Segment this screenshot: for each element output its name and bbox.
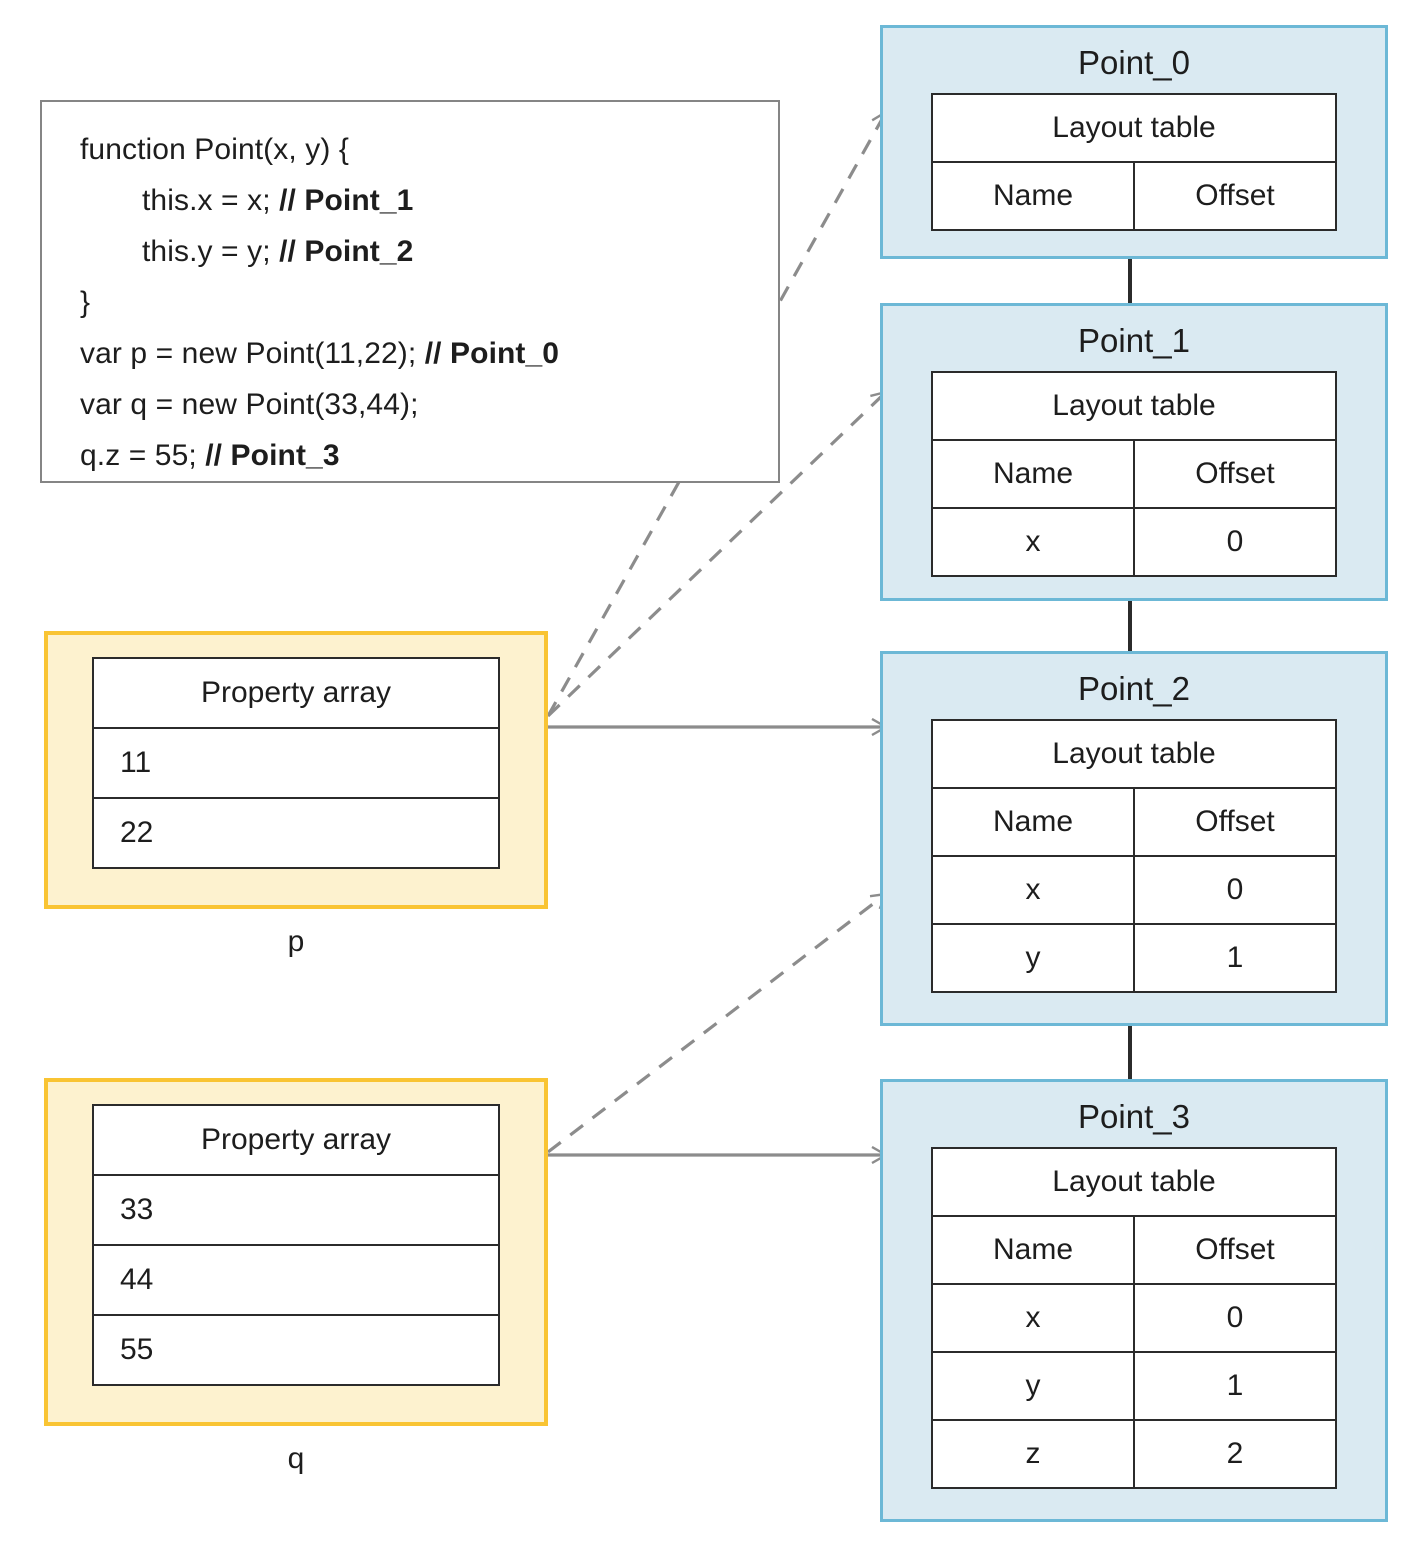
- variable-label-q: q: [287, 1442, 305, 1475]
- layout-table-row: x 0: [931, 855, 1337, 925]
- property-array-value: 22: [92, 797, 500, 869]
- layout-table-caption-row: Layout table: [931, 719, 1337, 789]
- code-line: this.x = x; // Point_1: [80, 175, 778, 226]
- property-array-slot: 55: [92, 1314, 500, 1386]
- property-array-slot: 11: [92, 727, 500, 799]
- layout-table: Layout table Name Offset x 0 y 1: [931, 719, 1337, 993]
- property-offset-cell: 1: [1133, 923, 1337, 993]
- layout-table-row: x 0: [931, 507, 1337, 577]
- layout-table-row: y 1: [931, 923, 1337, 993]
- hidden-class-point-1: Point_1 Layout table Name Offset x 0: [880, 303, 1388, 601]
- layout-table-header-row: Name Offset: [931, 439, 1337, 509]
- column-header-offset: Offset: [1133, 787, 1337, 857]
- property-array-table: Property array 11 22: [92, 657, 500, 869]
- layout-table-caption-row: Layout table: [931, 1147, 1337, 1217]
- property-name-cell: x: [931, 1283, 1135, 1353]
- column-header-offset: Offset: [1133, 439, 1337, 509]
- hidden-class-title: Point_0: [1078, 44, 1190, 81]
- layout-table-header-row: Name Offset: [931, 1215, 1337, 1285]
- property-name-cell: x: [931, 507, 1135, 577]
- code-line: }: [80, 277, 778, 328]
- code-line: var p = new Point(11,22); // Point_0: [80, 328, 778, 379]
- property-offset-cell: 1: [1133, 1351, 1337, 1421]
- property-array-caption-row: Property array: [92, 657, 500, 729]
- property-array-slot: 44: [92, 1244, 500, 1316]
- layout-table: Layout table Name Offset x 0 y 1 z 2: [931, 1147, 1337, 1489]
- code-line: function Point(x, y) {: [80, 124, 778, 175]
- code-text: q.z = 55;: [80, 439, 206, 472]
- column-header-name: Name: [931, 161, 1135, 231]
- property-array-value: 33: [92, 1174, 500, 1246]
- property-name-cell: x: [931, 855, 1135, 925]
- property-offset-cell: 0: [1133, 855, 1337, 925]
- code-text: var p = new Point(11,22);: [80, 337, 425, 370]
- source-code-block: function Point(x, y) { this.x = x; // Po…: [40, 100, 780, 483]
- property-offset-cell: 2: [1133, 1419, 1337, 1489]
- variable-label-p: p: [287, 925, 305, 958]
- property-name-cell: z: [931, 1419, 1135, 1489]
- code-comment: // Point_0: [424, 337, 560, 370]
- code-text: this.x = x;: [142, 184, 280, 217]
- code-text: var q = new Point(33,44);: [80, 388, 419, 421]
- code-comment: // Point_2: [279, 235, 414, 268]
- code-text: this.y = y;: [142, 235, 280, 268]
- hidden-class-title: Point_2: [1078, 670, 1190, 707]
- code-comment: // Point_1: [279, 184, 414, 217]
- code-line: var q = new Point(33,44);: [80, 379, 778, 430]
- layout-table: Layout table Name Offset x 0: [931, 371, 1337, 577]
- property-array-value: 44: [92, 1244, 500, 1316]
- layout-table-caption-row: Layout table: [931, 93, 1337, 163]
- code-line: this.y = y; // Point_2: [80, 226, 778, 277]
- column-header-name: Name: [931, 787, 1135, 857]
- column-header-offset: Offset: [1133, 1215, 1337, 1285]
- property-offset-cell: 0: [1133, 1283, 1337, 1353]
- property-array-table: Property array 33 44 55: [92, 1104, 500, 1386]
- edge-q-to-point2: [547, 894, 886, 1154]
- property-array-value: 55: [92, 1314, 500, 1386]
- hidden-class-point-3: Point_3 Layout table Name Offset x 0 y 1: [880, 1079, 1388, 1522]
- code-text: }: [80, 286, 91, 319]
- property-array-caption: Property array: [92, 657, 500, 729]
- layout-table-caption: Layout table: [931, 719, 1337, 789]
- hidden-class-title: Point_1: [1078, 322, 1190, 359]
- property-array-value: 11: [92, 727, 500, 799]
- hidden-class-point-2: Point_2 Layout table Name Offset x 0 y 1: [880, 651, 1388, 1026]
- property-array-caption: Property array: [92, 1104, 500, 1176]
- code-text: function Point(x, y) {: [80, 133, 349, 166]
- layout-table-header-row: Name Offset: [931, 161, 1337, 231]
- property-array-box-p: Property array 11 22: [44, 631, 548, 909]
- property-array-slot: 33: [92, 1174, 500, 1246]
- layout-table-row: x 0: [931, 1283, 1337, 1353]
- property-array-slot: 22: [92, 797, 500, 869]
- code-line: q.z = 55; // Point_3: [80, 430, 778, 481]
- hidden-class-point-0: Point_0 Layout table Name Offset: [880, 25, 1388, 259]
- property-name-cell: y: [931, 1351, 1135, 1421]
- column-header-name: Name: [931, 1215, 1135, 1285]
- hidden-class-title: Point_3: [1078, 1098, 1190, 1135]
- property-name-cell: y: [931, 923, 1135, 993]
- column-header-offset: Offset: [1133, 161, 1337, 231]
- property-array-box-q: Property array 33 44 55: [44, 1078, 548, 1426]
- layout-table-caption: Layout table: [931, 371, 1337, 441]
- column-header-name: Name: [931, 439, 1135, 509]
- property-offset-cell: 0: [1133, 507, 1337, 577]
- layout-table-caption: Layout table: [931, 1147, 1337, 1217]
- property-array-caption-row: Property array: [92, 1104, 500, 1176]
- layout-table-header-row: Name Offset: [931, 787, 1337, 857]
- code-comment: // Point_3: [205, 439, 340, 472]
- layout-table-caption-row: Layout table: [931, 371, 1337, 441]
- layout-table-row: z 2: [931, 1419, 1337, 1489]
- layout-table-caption: Layout table: [931, 93, 1337, 163]
- layout-table-row: y 1: [931, 1351, 1337, 1421]
- layout-table: Layout table Name Offset: [931, 93, 1337, 231]
